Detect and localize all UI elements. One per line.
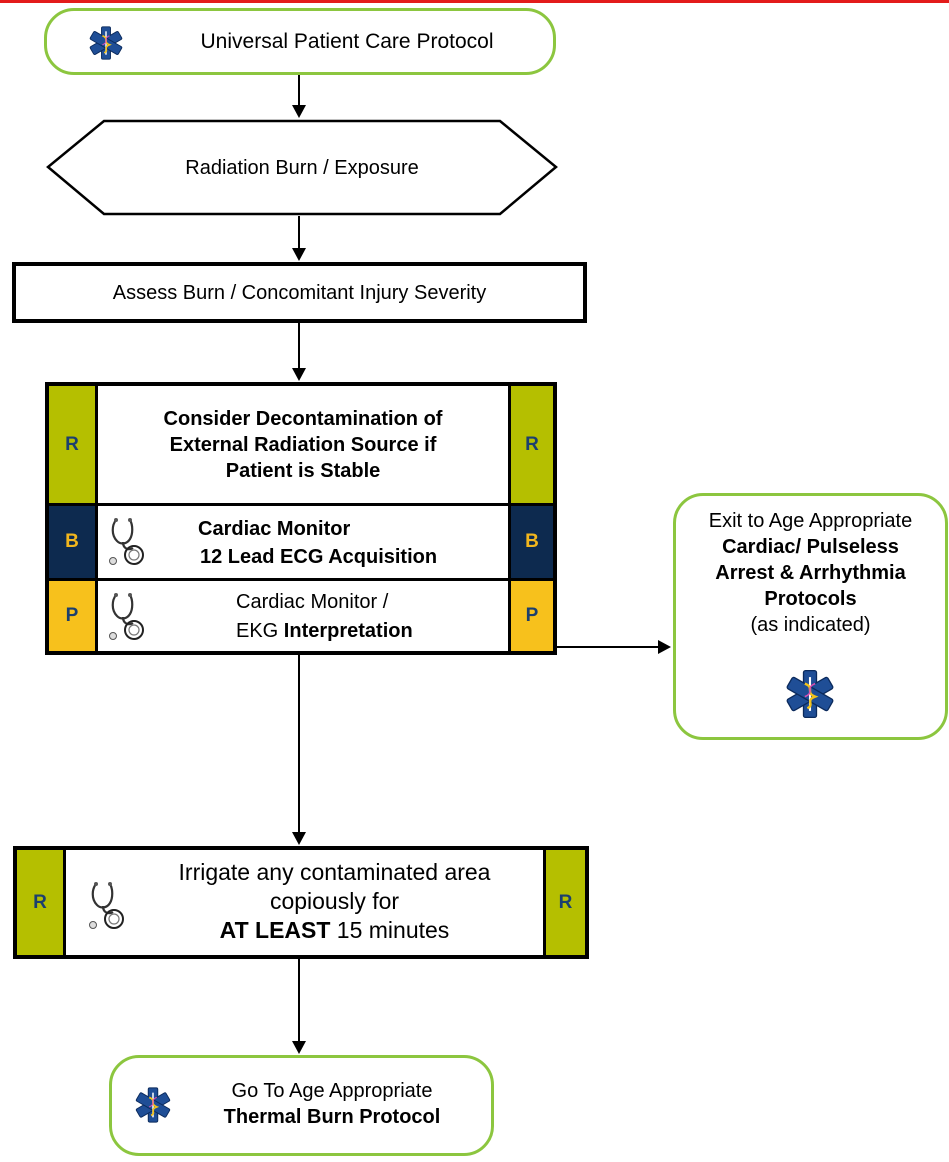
connector-arrowhead — [292, 368, 306, 381]
irrigate-cell: Irrigate any contaminated area copiously… — [64, 848, 545, 957]
connector-arrowhead — [292, 832, 306, 845]
exit-line-3: Arrest & Arrhythmia — [715, 562, 906, 584]
exit-terminal: Exit to Age Appropriate Cardiac/ Pulsele… — [673, 493, 948, 740]
decon-line-2: External Radiation Source if — [169, 433, 437, 456]
connector-line — [298, 959, 300, 1042]
irrigate-group: R Irrigate any contaminated area copious… — [13, 846, 589, 959]
stethoscope-icon — [86, 878, 126, 934]
ekg-interpretation-label: EKG Interpretation — [236, 620, 413, 642]
irrigate-line-3: AT LEAST 15 minutes — [219, 917, 450, 943]
decontamination-cell: Consider Decontamination of External Rad… — [96, 384, 510, 505]
connector-arrowhead — [658, 640, 671, 654]
star-of-life-icon — [88, 25, 124, 61]
start-label: Universal Patient Care Protocol — [200, 29, 494, 53]
tag-r-right: R — [544, 848, 587, 957]
tag-r-left: R — [47, 384, 97, 505]
start-terminal: Universal Patient Care Protocol — [44, 8, 556, 75]
star-of-life-icon — [134, 1086, 172, 1124]
intervention-group: R Consider Decontamination of External R… — [45, 382, 557, 655]
stethoscope-icon — [106, 589, 146, 645]
assess-label: Assess Burn / Concomitant Injury Severit… — [112, 281, 487, 304]
tag-p-right: P — [509, 579, 555, 653]
irrigate-text: Irrigate any contaminated area copiously… — [126, 858, 543, 945]
exit-line-2: Cardiac/ Pulseless — [722, 536, 899, 558]
connector-arrowhead — [292, 1041, 306, 1054]
hexagon-label: Radiation Burn / Exposure — [185, 156, 419, 179]
twelve-lead-label: 12 Lead ECG Acquisition — [200, 546, 438, 568]
hexagon-node — [46, 119, 558, 216]
connector-line — [298, 655, 300, 833]
connector-line — [298, 216, 300, 248]
decon-line-3: Patient is Stable — [225, 459, 381, 482]
cardiac-monitor-label: Cardiac Monitor — [198, 518, 351, 540]
exit-line-1: Exit to Age Appropriate — [708, 510, 913, 532]
ekg-interpretation-cell: Cardiac Monitor / EKG Interpretation — [96, 579, 510, 653]
cardiac-monitor-cell: Cardiac Monitor 12 Lead ECG Acquisition — [96, 504, 510, 580]
end-line-2: Thermal Burn Protocol — [223, 1106, 441, 1128]
cardiac-monitor-p-label: Cardiac Monitor / — [236, 591, 389, 613]
stethoscope-icon — [106, 514, 146, 570]
assess-box: Assess Burn / Concomitant Injury Severit… — [12, 262, 587, 323]
exit-line-4: Protocols — [764, 588, 857, 610]
end-terminal: Go To Age Appropriate Thermal Burn Proto… — [109, 1055, 494, 1156]
end-text: Go To Age Appropriate Thermal Burn Proto… — [182, 1078, 482, 1130]
tag-r-left: R — [15, 848, 65, 957]
exit-line-5: (as indicated) — [750, 614, 871, 636]
decon-line-1: Consider Decontamination of — [163, 407, 443, 430]
tag-b-left: B — [47, 504, 97, 580]
top-accent-bar — [0, 0, 949, 3]
end-line-1: Go To Age Appropriate — [231, 1080, 433, 1102]
tag-b-right: B — [509, 504, 555, 580]
connector-line — [298, 75, 300, 105]
tag-r-right: R — [509, 384, 555, 505]
exit-text: Exit to Age Appropriate Cardiac/ Pulsele… — [676, 508, 945, 638]
connector-arrowhead — [292, 248, 306, 261]
star-of-life-icon — [784, 668, 836, 720]
connector-arrowhead — [292, 105, 306, 118]
connector-line — [298, 323, 300, 368]
tag-p-left: P — [47, 579, 97, 653]
irrigate-line-2: copiously for — [269, 888, 400, 914]
connector-line — [557, 646, 660, 648]
irrigate-line-1: Irrigate any contaminated area — [178, 859, 491, 885]
